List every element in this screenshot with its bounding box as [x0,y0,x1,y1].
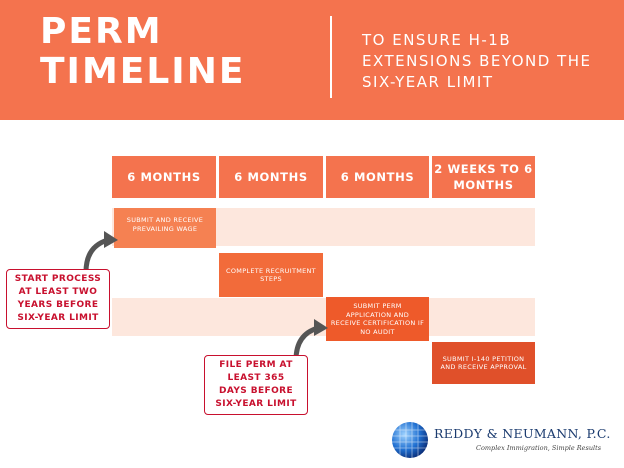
task-recruitment: COMPLETE RECRUITMENT STEPS [219,253,323,297]
callout-file-perm: FILE PERM AT LEAST 365 DAYS BEFORE SIX-Y… [204,355,308,415]
title-line-2: TIMELINE [40,51,246,92]
page-subtitle: TO ENSURE H-1B EXTENSIONS BEYOND THE SIX… [362,31,592,91]
task-perm-application: SUBMIT PERM APPLICATION AND RECEIVE CERT… [326,297,429,341]
column-header-1: 6 MONTHS [112,156,216,198]
callout-start-process: START PROCESS AT LEAST TWO YEARS BEFORE … [6,269,110,329]
brand-name: REDDY & NEUMANN, P.C. [434,426,611,441]
header-banner: PERM TIMELINE TO ENSURE H-1B EXTENSIONS … [0,0,624,120]
column-header-2: 6 MONTHS [219,156,323,198]
globe-logo-icon [392,422,428,458]
arrow-up-right-icon [83,231,118,274]
header-divider [330,16,332,98]
task-prevailing-wage: SUBMIT AND RECEIVE PREVAILING WAGE [114,208,216,248]
page-title: PERM TIMELINE [40,12,245,92]
column-header-3: 6 MONTHS [326,156,429,198]
column-header-4: 2 WEEKS TO 6 MONTHS [432,156,535,198]
title-line-1: PERM [40,11,163,52]
timeline-row-2 [112,253,535,291]
task-i140-petition: SUBMIT I-140 PETITION AND RECEIVE APPROV… [432,342,535,384]
brand-tagline: Complex Immigration, Simple Results [476,444,602,452]
